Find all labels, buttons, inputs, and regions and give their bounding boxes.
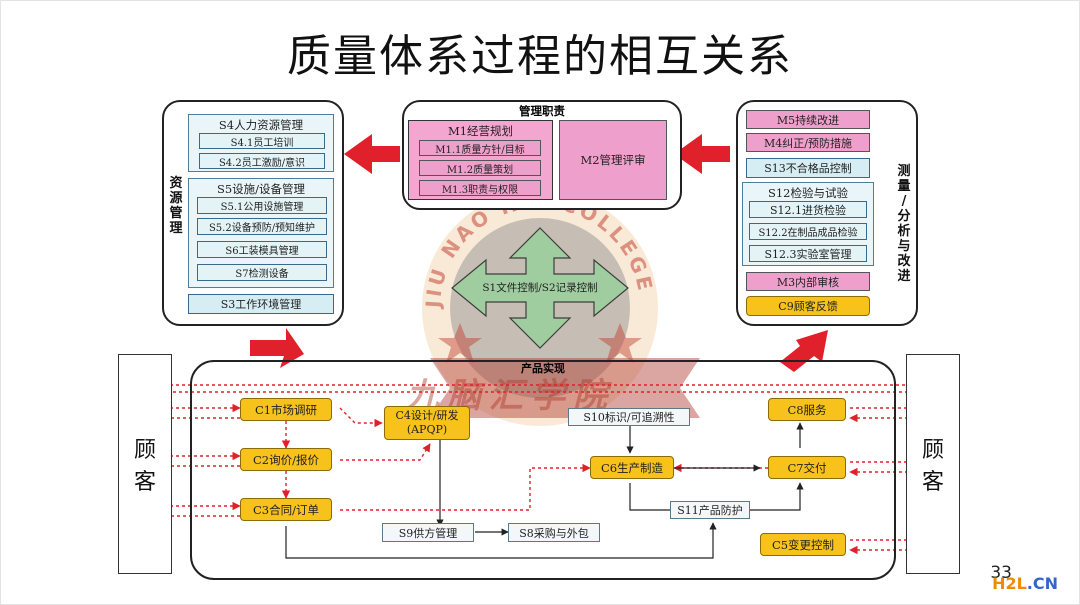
s12-group: S12检验与试验 S12.1进货检验 S12.2在制品成品检验 S12.3实验室… [742,182,874,266]
connector-layer [139,134,921,559]
c3-box[interactable]: C3合同/订单 [240,498,332,521]
measurement-panel: M5持续改进 M4纠正/预防措施 S13不合格品控制 S12检验与试验 S12.… [736,100,918,326]
arrow-to-resource [344,134,400,174]
s5-2-box[interactable]: S5.2设备预防/预知维护 [197,218,327,235]
s6-box[interactable]: S6工装模具管理 [197,241,327,258]
s4-group: S4人力资源管理 S4.1员工培训 S4.2员工激励/意识 [188,114,334,172]
product-title: 产品实现 [521,362,565,375]
s10-box[interactable]: S10标识/可追溯性 [568,408,690,426]
center-cross-arrow [451,227,629,349]
s5-1-box[interactable]: S5.1公用设施管理 [197,197,327,214]
measurement-side-label: 测量/分析与改进 [897,164,911,284]
m1-3-box[interactable]: M1.3职责与权限 [419,180,541,196]
c4-label: C4设计/研发 [395,409,459,422]
s9-box[interactable]: S9供方管理 [382,523,474,542]
management-title: 管理职责 [519,104,565,118]
s4-title: S4人力资源管理 [218,118,304,132]
product-panel: 产品实现 [190,360,896,580]
s3-box[interactable]: S3工作环境管理 [188,294,334,314]
c6-box[interactable]: C6生产制造 [590,456,674,479]
document-record-control-label: S1文件控制/S2记录控制 [482,282,598,294]
c7-box[interactable]: C7交付 [768,456,846,479]
m1-1-box[interactable]: M1.1质量方针/目标 [419,140,541,156]
c4-box[interactable]: C4设计/研发 (APQP) [384,406,470,440]
s7-box[interactable]: S7检测设备 [197,264,327,281]
c4-sub: (APQP) [406,423,448,436]
m1-2-box[interactable]: M1.2质量策划 [419,160,541,176]
s8-box[interactable]: S8采购与外包 [508,523,600,542]
s4-2-box[interactable]: S4.2员工激励/意识 [199,153,325,169]
slide-title: 质量体系过程的相互关系 [287,31,793,82]
c1-box[interactable]: C1市场调研 [240,398,332,421]
m1-group: M1经营规划 M1.1质量方针/目标 M1.2质量策划 M1.3职责与权限 [408,120,553,200]
page-number: 33 [990,563,1012,583]
customer-right-box: 顾客 [906,354,960,574]
s5-group: S5设施/设备管理 S5.1公用设施管理 S5.2设备预防/预知维护 S6工装模… [188,178,334,288]
s4-1-box[interactable]: S4.1员工培训 [199,133,325,149]
m1-title: M1经营规划 [447,124,514,138]
s11-box[interactable]: S11产品防护 [670,501,750,519]
c8-box[interactable]: C8服务 [768,398,846,421]
m3-box[interactable]: M3内部审核 [746,272,870,291]
c2-box[interactable]: C2询价/报价 [240,448,332,471]
resource-panel: S4人力资源管理 S4.1员工培训 S4.2员工激励/意识 S5设施/设备管理 … [162,100,344,326]
s5-title: S5设施/设备管理 [216,182,306,196]
site-logo[interactable]: H2L.CN [992,574,1058,593]
arrow-to-product [250,328,304,368]
m2-box[interactable]: M2管理评审 [559,120,667,200]
c5-box[interactable]: C5变更控制 [760,533,846,556]
s12-title: S12检验与试验 [767,186,848,200]
m5-box[interactable]: M5持续改进 [746,110,870,129]
s12-3-box[interactable]: S12.3实验室管理 [749,245,867,262]
management-panel: 管理职责 M1经营规划 M1.1质量方针/目标 M1.2质量策划 M1.3职责与… [402,100,682,210]
s13-box[interactable]: S13不合格品控制 [746,158,870,178]
resource-side-label: 资源管理 [169,176,183,236]
arrow-to-management [674,134,730,174]
c9-box[interactable]: C9顾客反馈 [746,296,870,316]
s12-1-box[interactable]: S12.1进货检验 [749,201,867,218]
diagram-canvas: JIU NAO HUI COLLEGE 九脑汇学院 [100,78,980,593]
solid-flows [285,422,804,559]
customer-left-box: 顾客 [118,354,172,574]
s12-2-box[interactable]: S12.2在制品成品检验 [749,223,867,240]
m4-box[interactable]: M4纠正/预防措施 [746,133,870,152]
